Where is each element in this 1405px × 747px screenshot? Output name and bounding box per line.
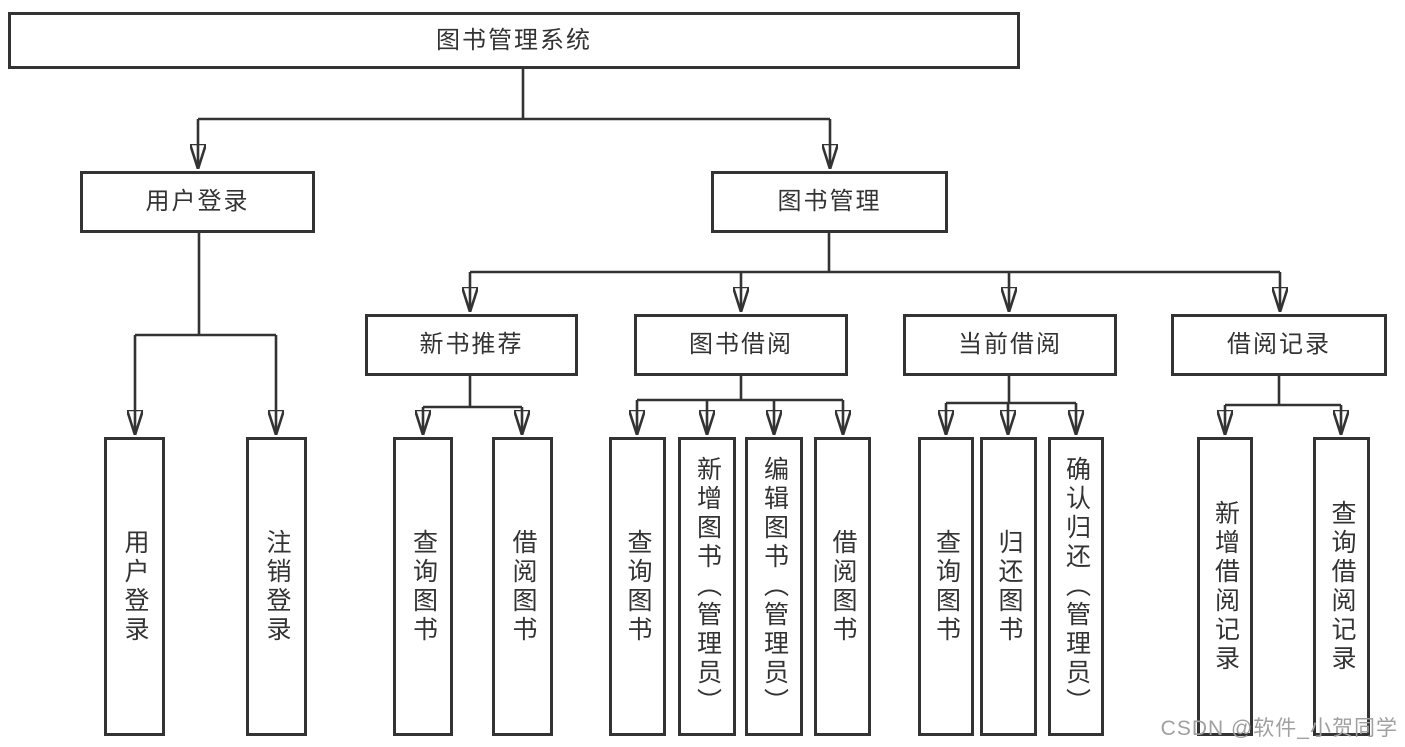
leaf-query-book-current: 查询图书 [918,437,974,736]
leaf-query-book-borrow: 查询图书 [609,437,666,736]
node-user-login: 用户登录 [80,171,315,233]
leaf-user-login: 用户登录 [104,437,165,736]
leaf-borrow-book-recommend: 借阅图书 [492,437,553,736]
csdn-watermark: CSDN @软件_小贺同学 [1160,717,1398,740]
connector-user-login-to-leaves [135,233,276,435]
node-book-borrow: 图书借阅 [634,314,848,376]
node-borrow-record: 借阅记录 [1171,314,1387,376]
connector-current-borrow-to-leaves [946,376,1076,435]
leaf-confirm-return-admin: 确认归还（管理员） [1048,437,1104,736]
leaf-borrow-book: 借阅图书 [814,437,871,736]
connector-book-borrow-to-leaves [637,376,843,435]
leaf-logout: 注销登录 [246,437,307,736]
leaf-query-borrow-record: 查询借阅记录 [1313,437,1370,736]
leaf-add-borrow-record: 新增借阅记录 [1197,437,1253,736]
leaf-return-book: 归还图书 [980,437,1037,736]
node-book-management: 图书管理 [711,171,948,233]
node-new-book-recommend: 新书推荐 [365,314,578,376]
leaf-add-book-admin: 新增图书（管理员） [678,437,736,736]
connector-new-book-to-leaves [423,376,522,435]
node-current-borrow: 当前借阅 [903,314,1117,376]
leaf-query-book-recommend: 查询图书 [393,437,453,736]
node-root: 图书管理系统 [8,12,1020,69]
connector-borrow-record-to-leaves [1225,376,1341,435]
connector-root-to-level2 [198,69,830,169]
connector-book-management-to-level3 [470,233,1280,312]
leaf-edit-book-admin: 编辑图书（管理员） [745,437,803,736]
